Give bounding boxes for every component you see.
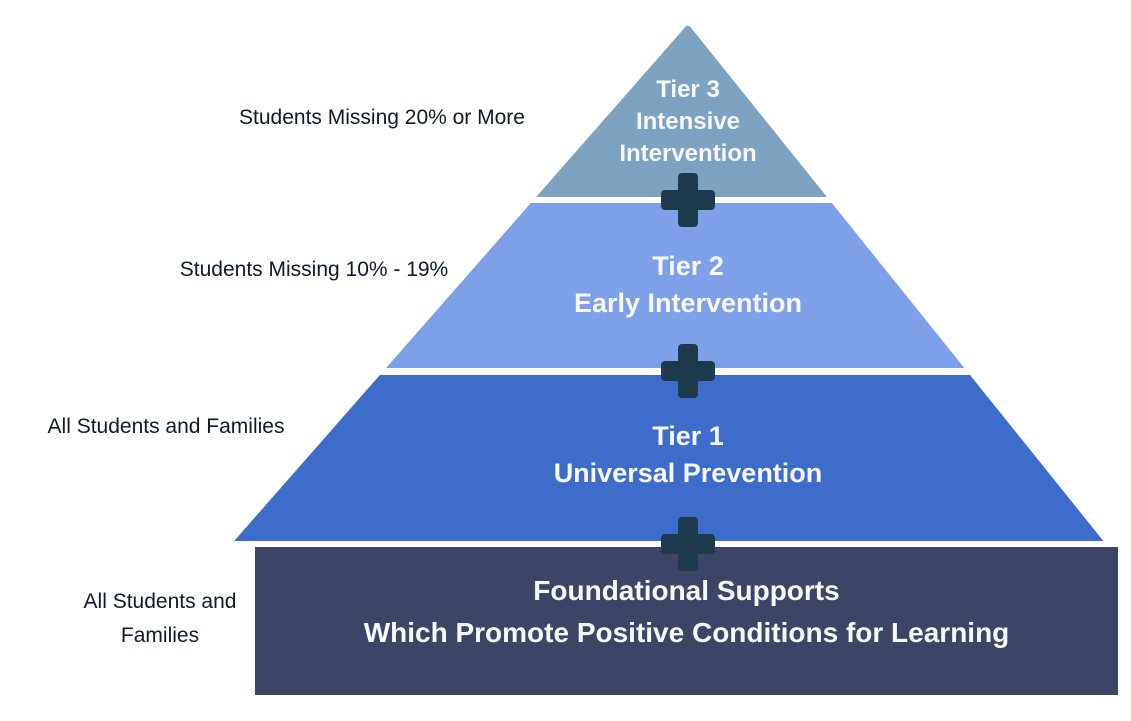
side-label-tier2: Students Missing 10% - 19% xyxy=(179,258,449,281)
tier2-text: Tier 2 Early Intervention xyxy=(438,248,938,322)
tier3-label: Tier 3 xyxy=(656,76,720,103)
foundational-supports-band xyxy=(255,547,1118,695)
tier1-text: Tier 1 Universal Prevention xyxy=(438,418,938,492)
foundational-label: Foundational Supports xyxy=(533,575,840,606)
side-label-tier1: All Students and Families xyxy=(47,415,285,438)
tier2-description: Early Intervention xyxy=(573,288,803,318)
foundational-text: Foundational Supports Which Promote Posi… xyxy=(255,574,1118,650)
tier3-description: Intensive Intervention xyxy=(619,108,757,167)
tier1-band xyxy=(228,375,1109,541)
tier1-description: Universal Prevention xyxy=(553,458,823,488)
tier2-label: Tier 2 xyxy=(652,251,724,281)
tier1-label: Tier 1 xyxy=(652,421,724,451)
foundational-description: Which Promote Positive Conditions for Le… xyxy=(363,617,1010,648)
plus-icon xyxy=(661,173,715,227)
side-label-tier3: Students Missing 20% or More xyxy=(239,106,525,129)
plus-icon xyxy=(661,344,715,398)
tier3-text: Tier 3 Intensive Intervention xyxy=(538,74,838,170)
plus-icon xyxy=(661,517,715,571)
side-label-foundational: All Students and Families xyxy=(83,590,237,647)
